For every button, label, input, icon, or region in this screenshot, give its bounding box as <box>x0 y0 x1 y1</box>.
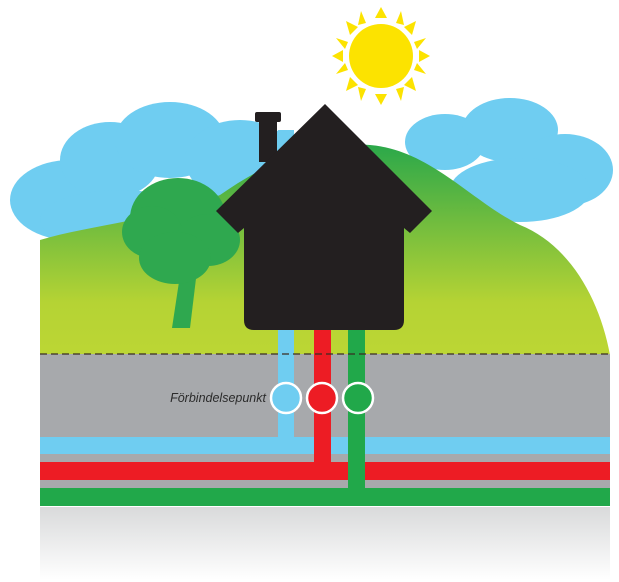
red-connection-point <box>305 381 339 415</box>
cloud-right <box>405 98 613 222</box>
cloud-left <box>10 102 295 250</box>
connection-points <box>269 381 375 415</box>
red-main-pipe <box>40 462 610 480</box>
green-connection-point <box>341 381 375 415</box>
sun-icon <box>332 7 430 105</box>
grey-band-lower <box>40 480 610 488</box>
blue-connection-point <box>269 381 303 415</box>
connection-point-label: Förbindelsepunkt <box>170 391 266 405</box>
house-icon <box>216 104 432 330</box>
ground-shadow <box>40 507 610 580</box>
green-main-pipe <box>40 488 610 506</box>
tree-icon <box>122 178 240 328</box>
